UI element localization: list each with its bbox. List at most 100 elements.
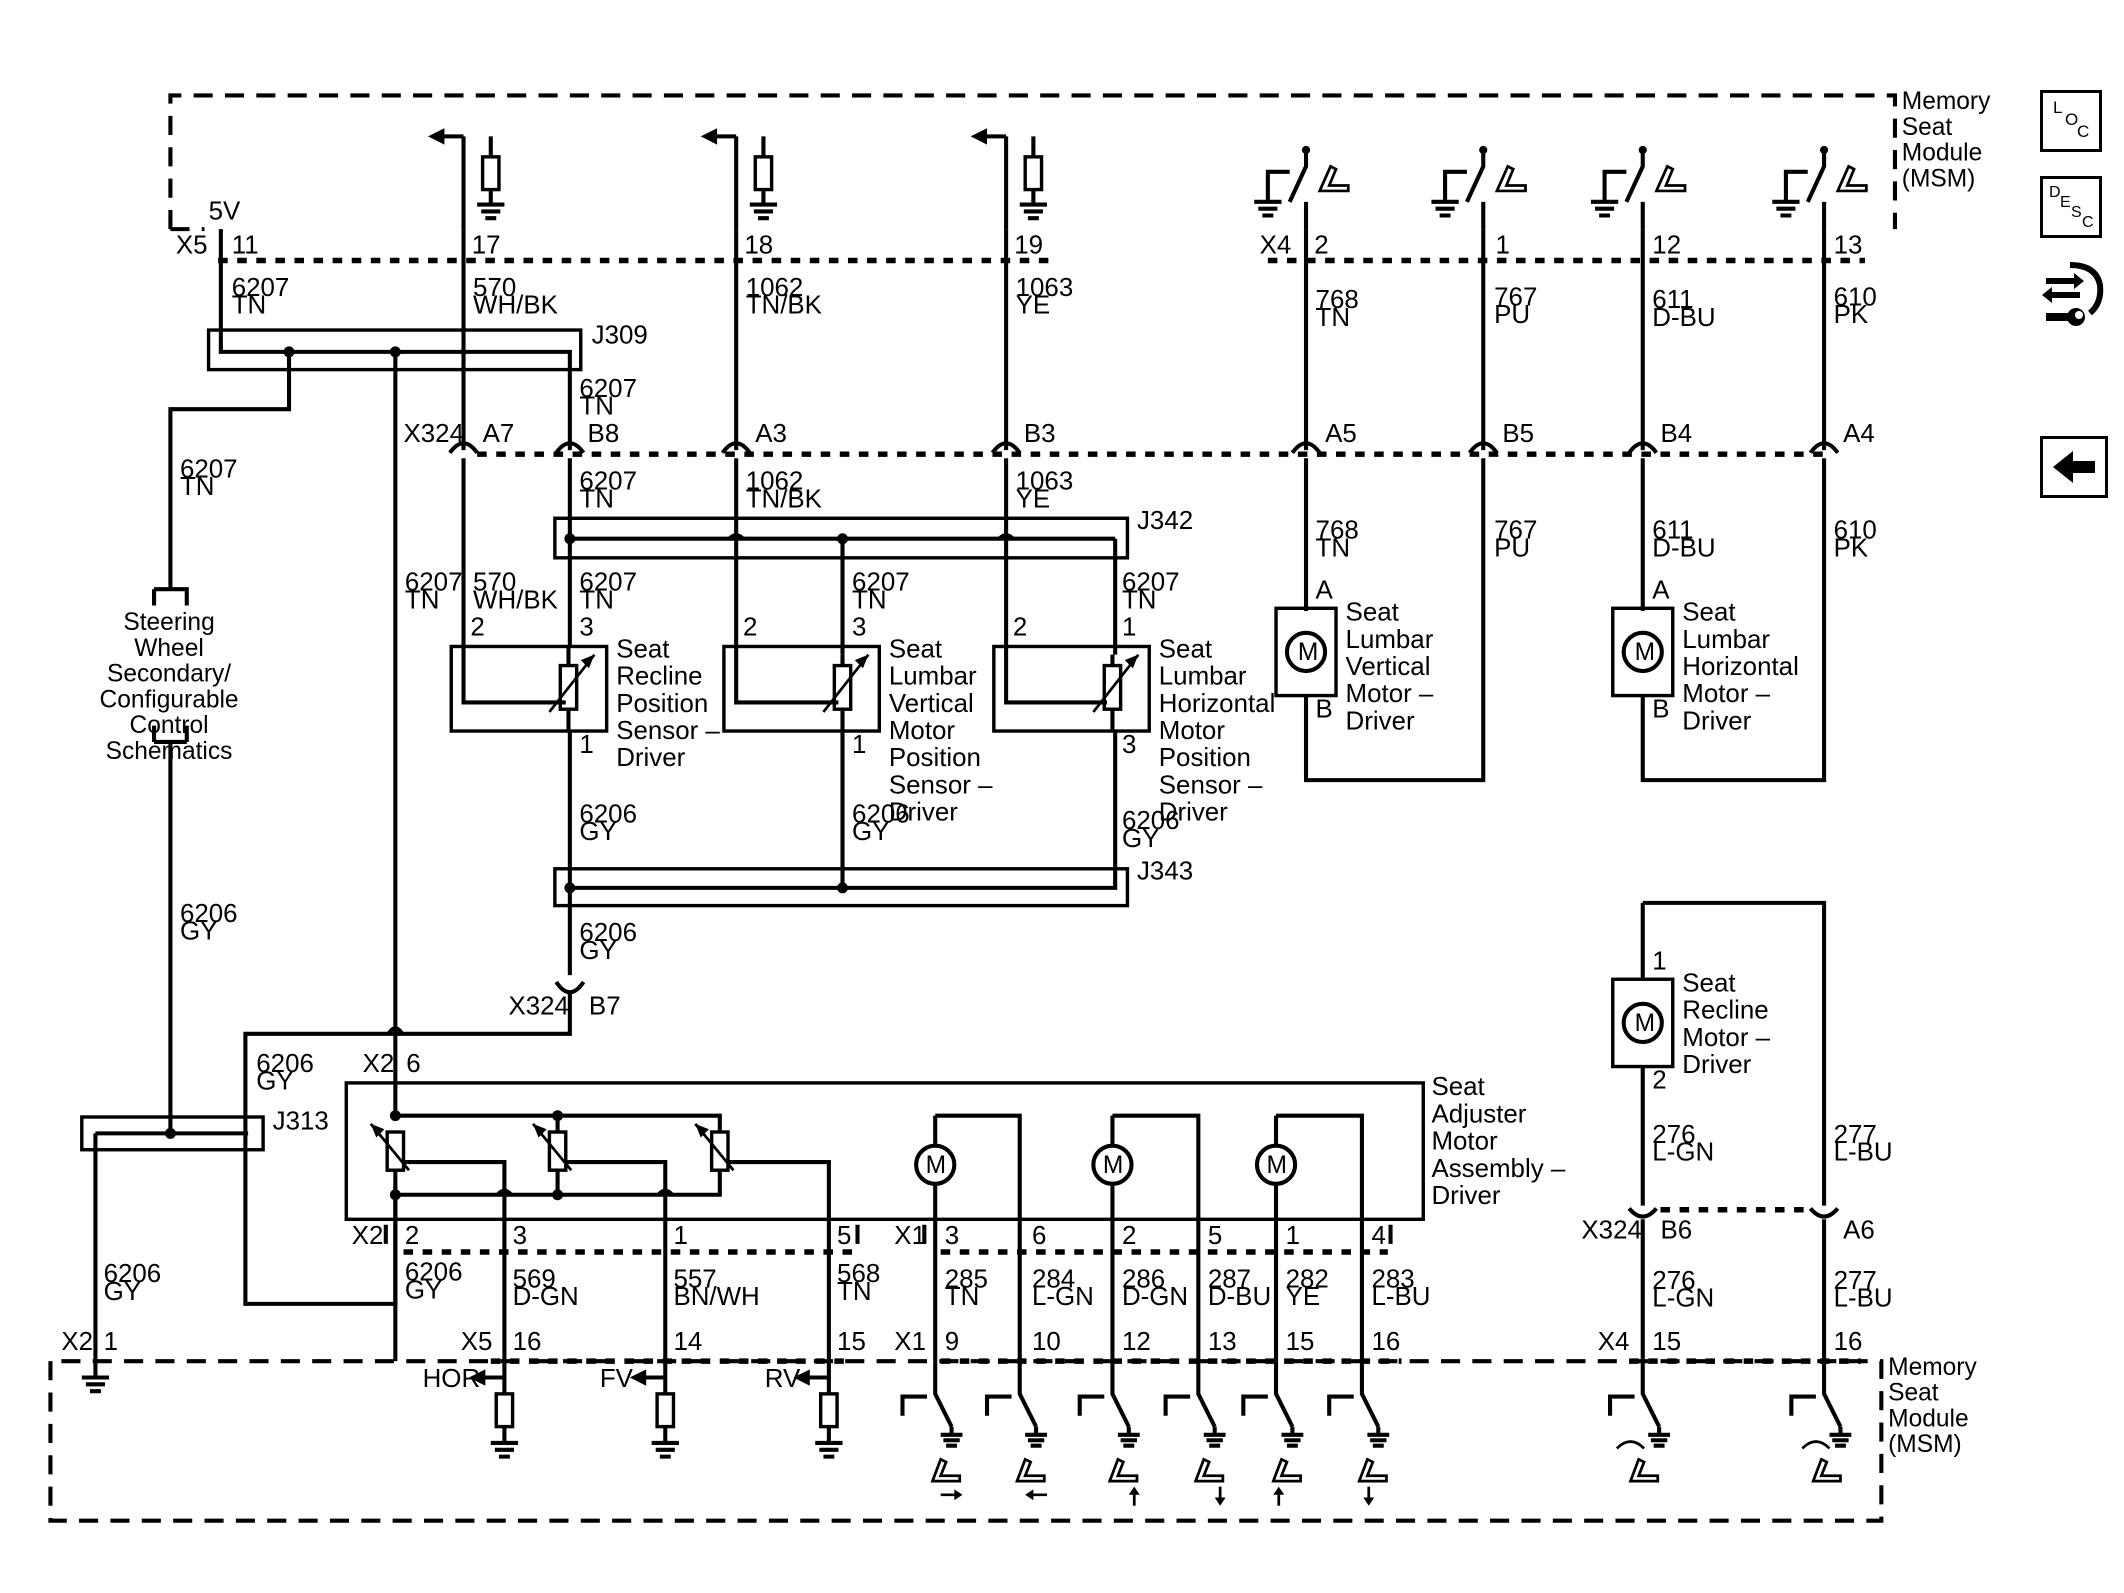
x324-pin-a7: A7 [483,420,515,448]
svg-text:1: 1 [852,731,866,759]
svg-text:2: 2 [743,614,757,642]
svg-text:X4: X4 [1598,1328,1630,1356]
svg-text:3: 3 [945,1222,959,1250]
svg-text:YE: YE [1286,1283,1321,1311]
svg-text:O: O [2065,110,2078,129]
description-button[interactable]: D E S C [2040,176,2102,238]
svg-text:X2: X2 [363,1050,395,1078]
wire-labels-top: 6207 TN 570 WH/BK 1062 TN/BK 1063 YE 768… [180,274,1877,501]
svg-text:15: 15 [1286,1328,1315,1356]
tools-button[interactable] [2040,255,2106,335]
svg-text:569: 569 [513,1265,556,1293]
svg-text:3: 3 [513,1222,527,1250]
splice-j309 [206,328,583,372]
svg-text:M: M [1103,1152,1123,1179]
wl-611-a: 611 [1652,286,1693,314]
x324-pin-a3: A3 [755,420,787,448]
svg-text:6206: 6206 [104,1260,162,1288]
svg-text:5: 5 [837,1222,851,1250]
sensor-recline [449,644,609,733]
svg-text:X324: X324 [1581,1216,1641,1244]
wrench-arrows-icon [2042,262,2104,326]
svg-text:B6: B6 [1660,1216,1692,1244]
svg-text:M: M [926,1152,946,1179]
svg-text:M: M [1266,1152,1286,1179]
svg-text:L-BU: L-BU [1371,1283,1430,1311]
svg-text:TN: TN [945,1283,980,1311]
svg-text:GY: GY [405,1276,442,1304]
svg-text:767: 767 [1494,517,1537,545]
svg-text:3: 3 [579,614,593,642]
j343-wires [564,731,1118,976]
seat-adjuster-assembly [344,1081,1425,1222]
location-button[interactable]: L O C [2040,90,2102,152]
assembly-internals: M M M [369,1033,1364,1362]
svg-text:15: 15 [837,1328,866,1356]
svg-text:6207: 6207 [579,468,637,496]
motor-lumbar-horizontal: M [1611,606,1675,698]
j343-label: J343 [1137,858,1193,886]
module-internal-bottom [468,1361,843,1459]
svg-text:1: 1 [1122,614,1136,642]
svg-text:GY: GY [852,818,889,846]
top-pin-17: 17 [472,232,501,260]
svg-text:6206: 6206 [405,1259,463,1287]
signal-hor: HOR [423,1365,481,1393]
svg-text:L-GN: L-GN [1652,1139,1714,1167]
x324-pin-b4: B4 [1660,420,1692,448]
svg-text:C: C [2077,122,2089,141]
svg-text:1: 1 [104,1328,118,1356]
sensor-lumbar-vertical [722,644,882,733]
svg-text:1062: 1062 [746,468,804,496]
svg-text:WH/BK: WH/BK [473,586,558,614]
j313-label: J313 [273,1107,329,1135]
svg-text:D: D [2049,184,2061,201]
svg-text:283: 283 [1371,1265,1414,1293]
svg-text:2: 2 [405,1222,419,1250]
svg-text:276: 276 [1652,1267,1695,1295]
svg-text:13: 13 [1208,1328,1237,1356]
top-pin-18: 18 [744,232,773,260]
wl-6207-c: 6207 [180,455,238,483]
svg-text:287: 287 [1208,1265,1251,1293]
top-pin-12: 12 [1652,232,1681,260]
msm-bottom-boundary [48,1359,1884,1523]
svg-text:15: 15 [1652,1328,1681,1356]
svg-text:GY: GY [104,1278,141,1306]
svg-text:L-BU: L-BU [1834,1139,1893,1167]
svg-text:TN/BK: TN/BK [746,485,822,513]
switch-group-top [1254,145,1868,230]
svg-text:276: 276 [1652,1121,1695,1149]
wl-611-a-c: D-BU [1652,304,1715,332]
svg-text:6: 6 [1032,1222,1046,1250]
back-button[interactable] [2040,436,2108,498]
j342-label: J342 [1137,507,1193,535]
svg-text:1: 1 [1286,1222,1300,1250]
wl-1062-a: 1062 [746,274,804,302]
wl-570-a: 570 [473,274,516,302]
svg-text:PK: PK [1834,534,1869,562]
svg-text:277: 277 [1834,1121,1877,1149]
arrow-left-icon [2053,451,2095,483]
svg-text:284: 284 [1032,1265,1075,1293]
svg-text:6206: 6206 [256,1050,314,1078]
svg-text:TN: TN [579,485,614,513]
x324-pin-a5: A5 [1325,420,1357,448]
svg-text:6206: 6206 [180,900,238,928]
svg-text:B: B [1652,695,1669,723]
svg-text:X2: X2 [352,1222,384,1250]
svg-text:3: 3 [852,614,866,642]
svg-text:D-BU: D-BU [1208,1283,1271,1311]
svg-text:L: L [2053,98,2062,117]
motor-lumbar-vertical: M [1274,606,1338,698]
wl-767-a-c: PU [1494,301,1530,329]
svg-text:1: 1 [673,1222,687,1250]
svg-text:3: 3 [1122,731,1136,759]
svg-text:1063: 1063 [1016,468,1074,496]
top-pin-11: 11 [232,232,259,260]
svg-text:X2: X2 [61,1328,93,1356]
